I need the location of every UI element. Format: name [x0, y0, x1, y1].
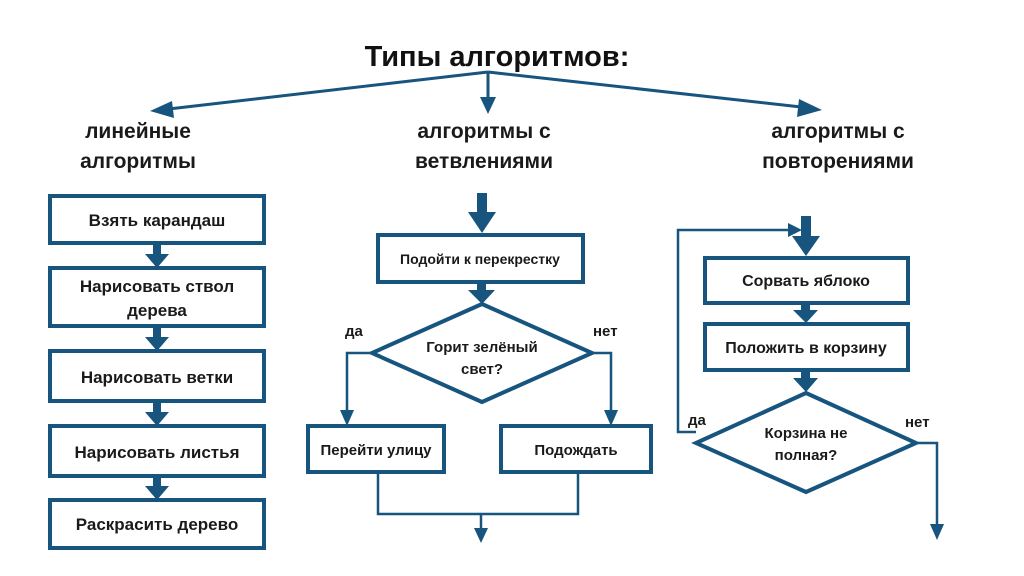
loop-arrow-head-1: [793, 310, 818, 323]
loop-no-label: нет: [905, 414, 930, 431]
arrow-to-loop: [487, 70, 811, 110]
loop-algorithm: Сорвать яблоко Положить в корзину Корзин…: [676, 216, 944, 540]
branch-no-action: Подождать: [534, 442, 617, 459]
linear-arrow-head-3: [145, 412, 169, 426]
loop-step-box-2: [703, 322, 910, 372]
branch-no-label: нет: [593, 323, 618, 340]
branch-start-label: Подойти к перекрестку: [400, 251, 560, 267]
linear-arrow-head-1: [145, 254, 169, 268]
branch-yes-path: [345, 351, 372, 412]
linear-connector-2: [153, 326, 161, 339]
linear-step-box-5: [48, 498, 266, 550]
heading-linear-line1: линейные: [85, 120, 191, 143]
branch-no-path: [592, 351, 613, 412]
branch-yes-arrow-head: [340, 410, 354, 426]
loop-connector-2: [801, 370, 810, 380]
loop-back-arrow-head: [788, 223, 802, 237]
branch-condition-line1: Горит зелёный: [426, 339, 537, 356]
linear-connector-4: [153, 476, 161, 488]
branching-algorithm: Подойти к перекрестку Горит зелёный свет…: [306, 193, 653, 543]
linear-arrow-head-2: [145, 337, 169, 351]
heading-branching-line1: алгоритмы с: [417, 120, 551, 143]
linear-arrow-head-4: [145, 486, 169, 500]
loop-entry-arrow-head: [792, 236, 820, 256]
linear-step-2-line1: Нарисовать ствол: [80, 277, 234, 296]
branch-yes-action: Перейти улицу: [320, 442, 432, 459]
linear-step-box-2: [48, 266, 266, 328]
arrow-head-linear: [150, 101, 174, 118]
loop-step-2: Положить в корзину: [725, 340, 887, 357]
diagram-title: Типы алгоритмов:: [365, 41, 630, 73]
branch-merge-path: [376, 472, 580, 516]
category-arrows: [150, 70, 822, 118]
branch-yes-action-box: [306, 424, 446, 474]
branch-exit-arrow-head: [474, 528, 488, 543]
loop-step-box-1: [703, 256, 910, 305]
loop-condition-line1: Корзина не: [765, 425, 848, 442]
branch-connector-to-decision: [477, 282, 486, 292]
loop-back-path: [676, 228, 790, 434]
heading-linear-line2: алгоритмы: [80, 150, 196, 173]
branch-entry-connector: [477, 193, 487, 215]
branch-entry-arrow-head: [468, 212, 496, 233]
loop-step-1: Сорвать яблоко: [742, 273, 870, 290]
branch-no-arrow-head: [604, 410, 618, 426]
arrow-to-linear: [159, 70, 489, 112]
branch-yes-label: да: [345, 323, 364, 340]
arrow-head-loop: [797, 99, 822, 117]
branch-start-box: [376, 233, 585, 284]
arrow-head-branching: [480, 97, 496, 114]
loop-exit-arrow-head: [930, 524, 944, 540]
loop-yes-label: да: [688, 412, 707, 429]
loop-decision-diamond: [691, 390, 921, 495]
loop-exit-path: [916, 441, 939, 526]
loop-arrow-head-2: [793, 378, 818, 392]
linear-step-3: Нарисовать ветки: [81, 368, 233, 387]
linear-connector-1: [153, 243, 161, 256]
branch-arrow-head-decision: [468, 290, 495, 304]
branch-condition-line2: свет?: [461, 361, 503, 378]
linear-connector-3: [153, 401, 161, 414]
heading-loop-line2: повторениями: [762, 150, 914, 173]
linear-step-4: Нарисовать листья: [75, 443, 240, 462]
linear-step-5: Раскрасить дерево: [76, 515, 238, 534]
heading-loop-line1: алгоритмы с: [771, 120, 905, 143]
linear-step-1: Взять карандаш: [89, 211, 226, 230]
loop-connector-1: [801, 303, 810, 312]
linear-algorithm: Взять карандаш Нарисовать ствол дерева Н…: [48, 194, 266, 550]
loop-entry-connector: [801, 216, 811, 238]
heading-branching-line2: ветвлениями: [415, 150, 553, 173]
branch-no-action-box: [499, 424, 653, 474]
loop-condition-line2: полная?: [775, 447, 838, 464]
branch-decision-diamond: [367, 301, 597, 405]
linear-step-2-line2: дерева: [127, 301, 187, 320]
